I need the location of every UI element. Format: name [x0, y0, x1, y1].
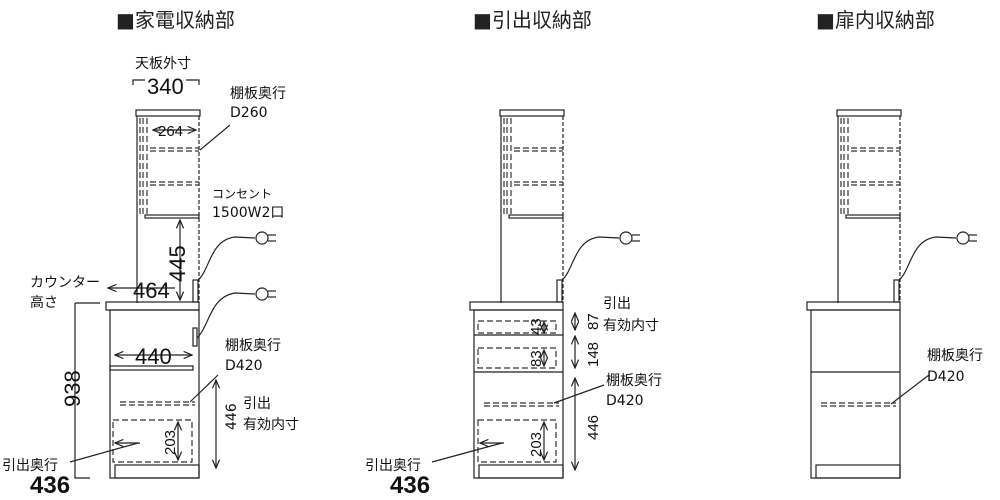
drawer-label-2: 有効内寸 — [603, 318, 659, 334]
drawer2-inner-value: 83 — [528, 350, 545, 367]
shelf-depth-value: D420 — [606, 393, 644, 409]
drawer2-height-value: 148 — [585, 342, 602, 367]
drawer-inner-value: 203 — [162, 430, 179, 455]
shelf-depth-value: D260 — [230, 105, 268, 121]
total-height-value: 938 — [60, 370, 85, 407]
drawer-depth-value: 436 — [390, 472, 430, 499]
svg-text:■扉内収納部: ■扉内収納部 — [816, 8, 935, 32]
heading-appliance: ■家電収納部 — [116, 8, 235, 32]
shelf-depth-value: D420 — [927, 369, 965, 385]
lower-shelf-label: 棚板奥行 — [225, 337, 281, 354]
shelf-depth-label: 棚板奥行 — [927, 347, 983, 364]
counter-label-2: 高さ — [30, 294, 58, 311]
heading-door: ■扉内収納部 — [816, 8, 935, 32]
drawer-height-value: 446 — [224, 403, 240, 430]
shelf-depth-label: 棚板奥行 — [606, 372, 662, 389]
drawer-label-2: 有効内寸 — [243, 417, 299, 433]
drawer1-inner-value: 43 — [528, 318, 545, 335]
svg-text:■引出収納部: ■引出収納部 — [473, 8, 592, 32]
drawer-depth-label: 引出奥行 — [2, 457, 58, 474]
heading-drawer: ■引出収納部 — [473, 8, 592, 32]
door-cabinet-drawing — [806, 109, 978, 479]
top-board-label: 天板外寸 — [135, 56, 191, 72]
counter-label: カウンター — [30, 275, 100, 291]
lower-shelf-value: D420 — [225, 358, 263, 374]
outlet-label: コンセント — [212, 187, 272, 201]
shelf-depth-label: 棚板奥行 — [230, 85, 286, 102]
outlet-spec: 1500W2口 — [212, 205, 284, 221]
drawer-label: 引出 — [603, 296, 631, 312]
drawer3-height-value: 446 — [585, 415, 602, 440]
drawer1-height-value: 87 — [585, 313, 602, 330]
drawer-depth-label: 引出奥行 — [365, 457, 421, 474]
drawer-depth-value: 436 — [30, 472, 70, 499]
lower-width-value: 440 — [135, 344, 172, 369]
gap-height-value: 445 — [165, 245, 190, 282]
drawer3-inner-value: 203 — [528, 432, 545, 457]
inner-width-value: 264 — [158, 123, 183, 140]
appliance-cabinet-drawing — [69, 79, 277, 479]
counter-depth-value: 464 — [133, 278, 170, 303]
top-width-value: 340 — [147, 74, 184, 99]
drawer-cabinet-drawing — [431, 109, 641, 479]
svg-text:■家電収納部: ■家電収納部 — [116, 8, 235, 32]
drawer-label: 引出 — [243, 396, 271, 412]
